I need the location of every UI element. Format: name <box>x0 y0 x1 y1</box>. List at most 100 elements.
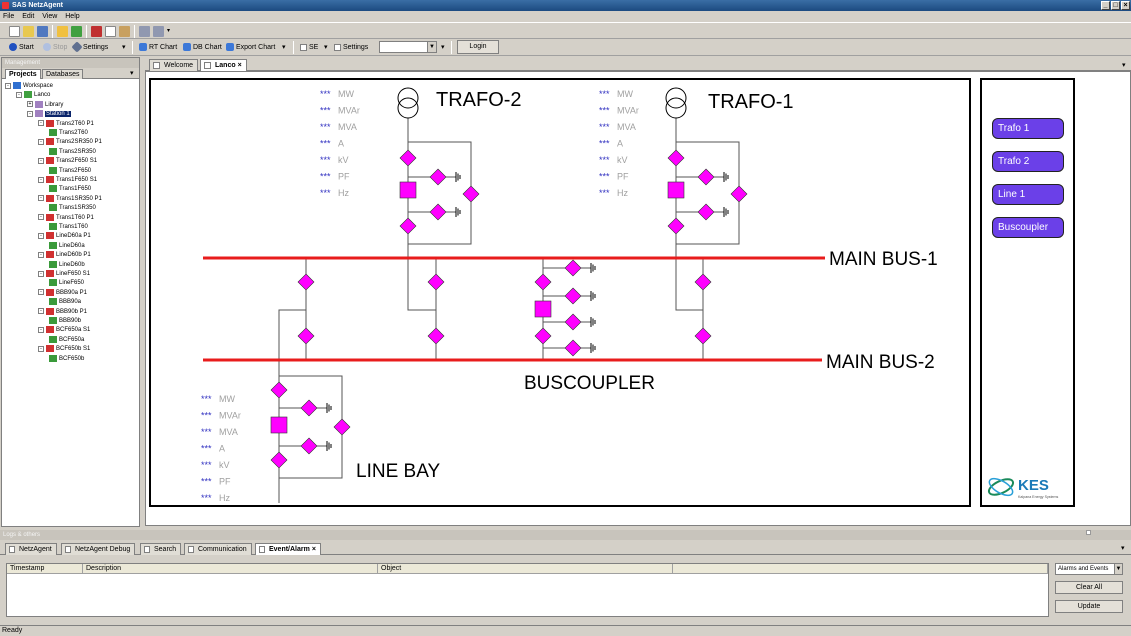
tree-node[interactable]: -Workspace <box>5 82 53 91</box>
tree-node[interactable]: Trans2F650 <box>49 166 91 176</box>
tree-node[interactable]: -LineD60b P1 <box>38 251 91 260</box>
tab-netzagent-debug[interactable]: NetzAgent Debug <box>61 543 136 555</box>
column-description[interactable]: Description <box>83 564 378 574</box>
dropdown-arrow-icon[interactable]: ▾ <box>167 28 171 34</box>
isolator-switch[interactable] <box>667 149 685 167</box>
logs-menu-arrow[interactable]: ▾ <box>1121 545 1125 552</box>
pin-icon[interactable] <box>1086 530 1091 535</box>
isolator-switch[interactable] <box>694 273 712 291</box>
isolator-switch[interactable] <box>427 273 445 291</box>
update-button[interactable]: Update <box>1055 600 1123 613</box>
event-log-table[interactable]: Timestamp Description Object <box>6 563 1049 617</box>
isolator-switch[interactable] <box>427 327 445 345</box>
isolator-switch[interactable] <box>462 185 480 203</box>
tree-node[interactable]: -Trans2SR350 P1 <box>38 138 102 147</box>
menu-file[interactable]: File <box>3 13 15 20</box>
isolator-switch[interactable] <box>697 168 715 186</box>
tab-communication[interactable]: Communication <box>184 543 252 555</box>
tree-node[interactable]: Trans1SR350 <box>49 204 96 213</box>
column-object[interactable]: Object <box>378 564 673 574</box>
expand-toggle-icon[interactable]: - <box>38 270 44 277</box>
paste-icon[interactable] <box>119 26 130 37</box>
isolator-switch[interactable] <box>564 339 582 357</box>
circuit-breaker[interactable] <box>399 181 417 199</box>
expand-toggle-icon[interactable]: - <box>38 214 44 221</box>
expand-toggle-icon[interactable]: + <box>27 101 33 108</box>
isolator-switch[interactable] <box>297 273 315 291</box>
isolator-switch[interactable] <box>564 313 582 331</box>
buscoupler-button[interactable]: Buscoupler <box>992 217 1064 238</box>
tree-node[interactable]: Trans1T60 <box>49 223 88 232</box>
se-checkbox[interactable]: SE <box>300 43 318 53</box>
tree-node[interactable]: -Station 1 <box>27 110 71 119</box>
tab-projects[interactable]: Projects <box>5 69 41 79</box>
expand-toggle-icon[interactable]: - <box>27 110 33 117</box>
tree-node[interactable]: -Trans2T60 P1 <box>38 119 94 129</box>
menu-edit[interactable]: Edit <box>22 13 35 20</box>
isolator-switch[interactable] <box>399 217 417 235</box>
project-select[interactable]: ▼ <box>379 41 437 53</box>
open-folder-icon[interactable] <box>23 26 34 37</box>
expand-toggle-icon[interactable]: - <box>38 157 44 164</box>
new-icon[interactable] <box>9 26 20 37</box>
tab-event-alarm[interactable]: Event/Alarm × <box>255 543 321 555</box>
db-chart-button[interactable]: DB Chart <box>183 43 222 53</box>
tree-node[interactable]: +Library <box>27 100 63 110</box>
circuit-breaker[interactable] <box>667 181 685 199</box>
expand-toggle-icon[interactable]: - <box>38 251 44 258</box>
expand-toggle-icon[interactable]: - <box>16 91 22 98</box>
tree-node[interactable]: BCF650b <box>49 354 84 364</box>
event-filter-select[interactable]: Alarms and Events▼ <box>1055 563 1123 575</box>
tab-search[interactable]: Search <box>140 543 182 555</box>
expand-toggle-icon[interactable]: - <box>38 138 44 145</box>
tree-node[interactable]: -Lanco <box>16 91 50 100</box>
expand-toggle-icon[interactable]: - <box>38 345 44 352</box>
combo-dropdown-arrow[interactable]: ▾ <box>441 44 445 51</box>
tree-node[interactable]: LineD60b <box>49 260 85 270</box>
tree-node[interactable]: Trans1F650 <box>49 185 91 194</box>
maximize-button[interactable]: □ <box>1111 1 1120 10</box>
zoom-icon[interactable] <box>153 26 164 37</box>
toolbar-dropdown-2[interactable]: ▾ <box>282 44 286 51</box>
tree-node[interactable]: -Trans1T60 P1 <box>38 213 94 223</box>
trafo-2-button[interactable]: Trafo 2 <box>992 151 1064 172</box>
isolator-switch[interactable] <box>564 287 582 305</box>
tree-node[interactable]: -Trans2F650 S1 <box>38 157 97 166</box>
tree-node[interactable]: LineF650 <box>49 279 84 288</box>
isolator-switch[interactable] <box>564 259 582 277</box>
stop-button[interactable]: Stop <box>43 43 67 53</box>
isolator-switch[interactable] <box>534 273 552 291</box>
menu-help[interactable]: Help <box>65 13 80 20</box>
save-icon[interactable] <box>37 26 48 37</box>
tree-node[interactable]: LineD60a <box>49 241 85 251</box>
isolator-switch[interactable] <box>667 217 685 235</box>
export-chart-button[interactable]: Export Chart <box>226 43 275 53</box>
tab-databases[interactable]: Databases <box>42 69 84 79</box>
tree-node[interactable]: Trans2T60 <box>49 129 88 138</box>
login-button[interactable]: Login <box>457 40 499 54</box>
isolator-switch[interactable] <box>270 381 288 399</box>
circuit-breaker[interactable] <box>270 416 288 434</box>
isolator-switch[interactable] <box>694 327 712 345</box>
cut-icon[interactable] <box>91 26 102 37</box>
close-button[interactable]: × <box>1121 1 1130 10</box>
print-preview-icon[interactable] <box>139 26 150 37</box>
se-dropdown[interactable]: ▾ <box>324 44 328 51</box>
tree-node[interactable]: -BCF650a S1 <box>38 326 90 335</box>
isolator-switch[interactable] <box>300 437 318 455</box>
redo-icon[interactable] <box>71 26 82 37</box>
minimize-button[interactable]: _ <box>1101 1 1110 10</box>
isolator-switch[interactable] <box>429 168 447 186</box>
isolator-switch[interactable] <box>300 399 318 417</box>
trafo-1-button[interactable]: Trafo 1 <box>992 118 1064 139</box>
undo-icon[interactable] <box>57 26 68 37</box>
column-timestamp[interactable]: Timestamp <box>7 564 83 574</box>
tabs-menu-arrow[interactable]: ▾ <box>1122 62 1126 69</box>
expand-toggle-icon[interactable]: - <box>38 195 44 202</box>
expand-toggle-icon[interactable]: - <box>38 289 44 296</box>
isolator-switch[interactable] <box>399 149 417 167</box>
tree-node[interactable]: -BCF650b S1 <box>38 345 90 354</box>
isolator-switch[interactable] <box>697 203 715 221</box>
rt-chart-button[interactable]: RT Chart <box>139 43 177 53</box>
expand-toggle-icon[interactable]: - <box>38 176 44 183</box>
